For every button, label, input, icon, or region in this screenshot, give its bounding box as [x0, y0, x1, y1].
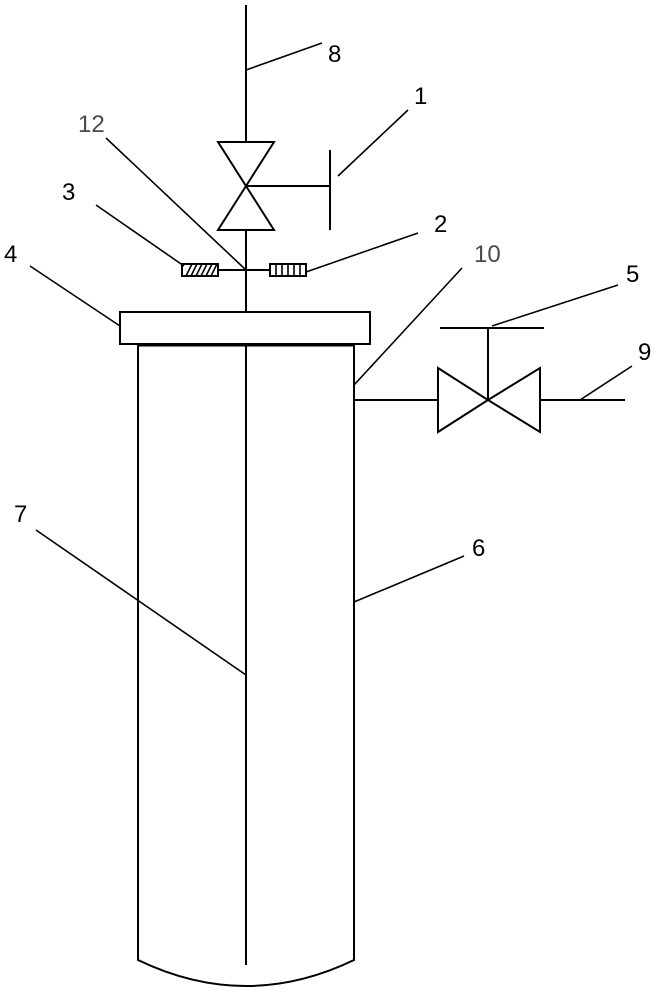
- sensor-right: [270, 264, 306, 276]
- leader-5: [492, 285, 618, 326]
- label-5: 5: [626, 261, 639, 288]
- label-10: 10: [474, 241, 501, 268]
- label-9: 9: [638, 339, 651, 366]
- label-8: 8: [328, 41, 341, 68]
- side-valve-left-triangle: [438, 368, 488, 432]
- label-7: 7: [14, 501, 27, 528]
- leader-1: [338, 110, 408, 176]
- label-6: 6: [472, 535, 485, 562]
- leader-4: [30, 266, 120, 326]
- leader-8: [246, 43, 322, 70]
- label-12: 12: [78, 111, 105, 138]
- leader-3: [96, 205, 184, 266]
- lid: [120, 312, 370, 344]
- label-1: 1: [414, 83, 427, 110]
- leader-12: [106, 138, 246, 270]
- label-3: 3: [62, 179, 75, 206]
- label-2: 2: [434, 211, 447, 238]
- leader-2: [306, 233, 418, 272]
- sensor-left: [182, 264, 218, 276]
- leader-6: [354, 556, 464, 602]
- label-4: 4: [4, 241, 17, 268]
- leader-7: [36, 530, 246, 675]
- side-valve-right-triangle: [488, 368, 540, 432]
- top-valve-upper-triangle: [218, 142, 274, 186]
- top-valve-lower-triangle: [218, 186, 274, 230]
- leader-9: [580, 366, 632, 400]
